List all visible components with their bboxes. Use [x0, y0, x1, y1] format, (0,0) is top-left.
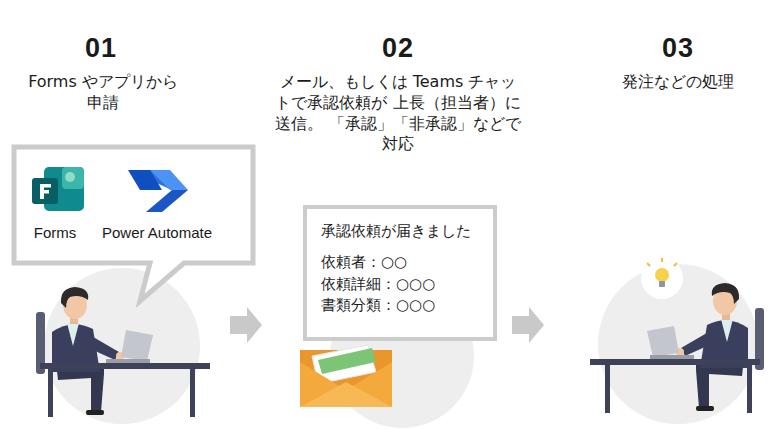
app-label: Power Automate: [92, 224, 222, 241]
flow-arrow: [512, 307, 544, 343]
envelope: [318, 348, 376, 374]
person-figure: [36, 287, 210, 417]
light-bulb: [659, 281, 665, 287]
envelope: [300, 362, 392, 407]
message-heading: 承認依頼が届きました: [321, 221, 479, 243]
icon-part: [32, 178, 58, 204]
step-text: メール、もしくは Teams チャットで承認依頼が 上長（担当者）に送信。 「承…: [273, 72, 523, 155]
bubble-outline: [14, 147, 253, 301]
flow-arrow: [230, 307, 262, 343]
step-number: 01: [61, 34, 141, 64]
envelope: [300, 345, 392, 407]
step-text: Forms やアプリから 申請: [21, 72, 186, 114]
light-bulb: [641, 257, 683, 299]
icon-letter: [40, 184, 51, 188]
power-automate-icon: [128, 170, 188, 212]
app-label: Forms: [15, 224, 95, 241]
message-line: 依頼詳細：○○○: [321, 274, 479, 296]
message-box: 承認依頼が届きました依頼者：○○依頼詳細：○○○書類分類：○○○: [303, 205, 497, 341]
speech-bubble: FormsPower Automate: [14, 147, 253, 263]
step-number: 02: [358, 34, 438, 64]
light-bulb: [641, 257, 683, 299]
light-bulb: [647, 263, 650, 266]
flow-arrow: [512, 307, 544, 343]
message-line: 書類分類：○○○: [321, 295, 479, 317]
flow-arrow: [230, 307, 262, 343]
step-text: 発注などの処理: [578, 72, 778, 93]
light-bulb: [674, 263, 677, 266]
icon-part: [62, 167, 84, 189]
icon-part: [146, 190, 188, 212]
person-figure: [590, 283, 764, 413]
icon-letter: [40, 190, 49, 194]
light-bulb: [661, 258, 663, 262]
step-number: 03: [638, 34, 718, 64]
message-line: 依頼者：○○: [321, 252, 479, 274]
envelope: [300, 382, 392, 407]
forms-icon: [32, 167, 84, 211]
icon-part: [65, 172, 75, 182]
icon-part: [128, 170, 162, 190]
light-bulb: [655, 268, 669, 282]
speech-bubble: [14, 147, 253, 301]
